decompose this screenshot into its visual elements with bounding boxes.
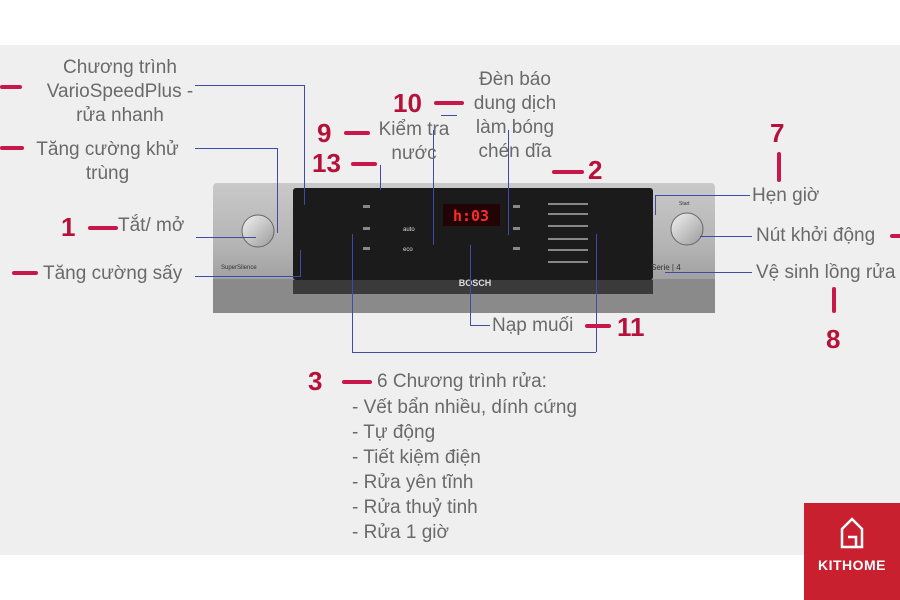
house-icon (840, 517, 864, 549)
dishwasher-control-panel: h:03 BOSCH Serie | 4 SuperSilence auto e… (213, 183, 715, 313)
number-11: 11 (617, 312, 645, 342)
panel-series: Serie | 4 (651, 263, 681, 272)
programs-title: 6 Chương trình rửa: (377, 371, 547, 392)
program-item: - Tự động (352, 422, 436, 443)
label-on-off: Tắt/ mở (118, 215, 185, 236)
panel-supersilence: SuperSilence (221, 265, 257, 271)
label-dry: Tăng cường sấy (43, 263, 183, 284)
program-item: - Rửa thuỷ tinh (352, 497, 478, 518)
kithome-logo: KITHOME (804, 503, 900, 600)
svg-text:auto: auto (403, 227, 415, 233)
marker-dry (12, 271, 38, 275)
marker-vario (0, 85, 22, 89)
svg-text:Start: Start (679, 201, 690, 207)
time-display (443, 204, 500, 226)
programs-list: - Vết bẩn nhiều, dính cứng - Tự động - T… (352, 395, 577, 545)
label-hygiene: Tăng cường khử trùng (36, 139, 179, 184)
program-item: - Rửa 1 giờ (352, 522, 449, 543)
marker-13 (351, 162, 377, 166)
logo-text: KITHOME (817, 557, 887, 573)
label-vario-speed: Chương trình VarioSpeedPlus - rửa nhanh (46, 57, 194, 126)
svg-text:eco: eco (403, 247, 413, 253)
marker-8 (832, 287, 836, 313)
number-8: 8 (826, 324, 841, 354)
marker-10 (434, 101, 464, 105)
program-item: - Vết bẩn nhiều, dính cứng (352, 397, 578, 418)
number-10: 10 (393, 88, 422, 118)
marker-11 (585, 324, 611, 328)
marker-hygiene (0, 146, 24, 150)
number-1: 1 (61, 212, 76, 242)
label-salt: Nạp muối (492, 315, 574, 336)
number-7: 7 (770, 118, 785, 148)
start-knob (670, 212, 704, 246)
marker-7 (777, 152, 781, 182)
program-item: - Rửa yên tĩnh (352, 472, 474, 493)
label-rinse-aid: Đèn báo dung dịch làm bóng chén dĩa (473, 69, 557, 162)
label-water-check: Kiểm tra nước (378, 119, 450, 164)
marker-2 (552, 170, 584, 174)
label-clean: Vệ sinh lồng rửa (756, 262, 896, 283)
label-start: Nút khởi động (756, 225, 876, 246)
program-item: - Tiết kiệm điện (352, 447, 481, 468)
marker-9 (344, 131, 370, 135)
number-3: 3 (308, 366, 323, 396)
marker-3 (342, 380, 372, 384)
number-13: 13 (312, 148, 341, 178)
power-knob (241, 214, 275, 248)
label-timer: Hẹn giờ (752, 185, 820, 206)
marker-start (890, 234, 900, 238)
time-display-readout: h:03 (453, 207, 489, 225)
panel-brand: BOSCH (459, 278, 492, 288)
marker-1 (88, 226, 118, 230)
number-9: 9 (317, 118, 332, 148)
number-2: 2 (588, 155, 603, 185)
